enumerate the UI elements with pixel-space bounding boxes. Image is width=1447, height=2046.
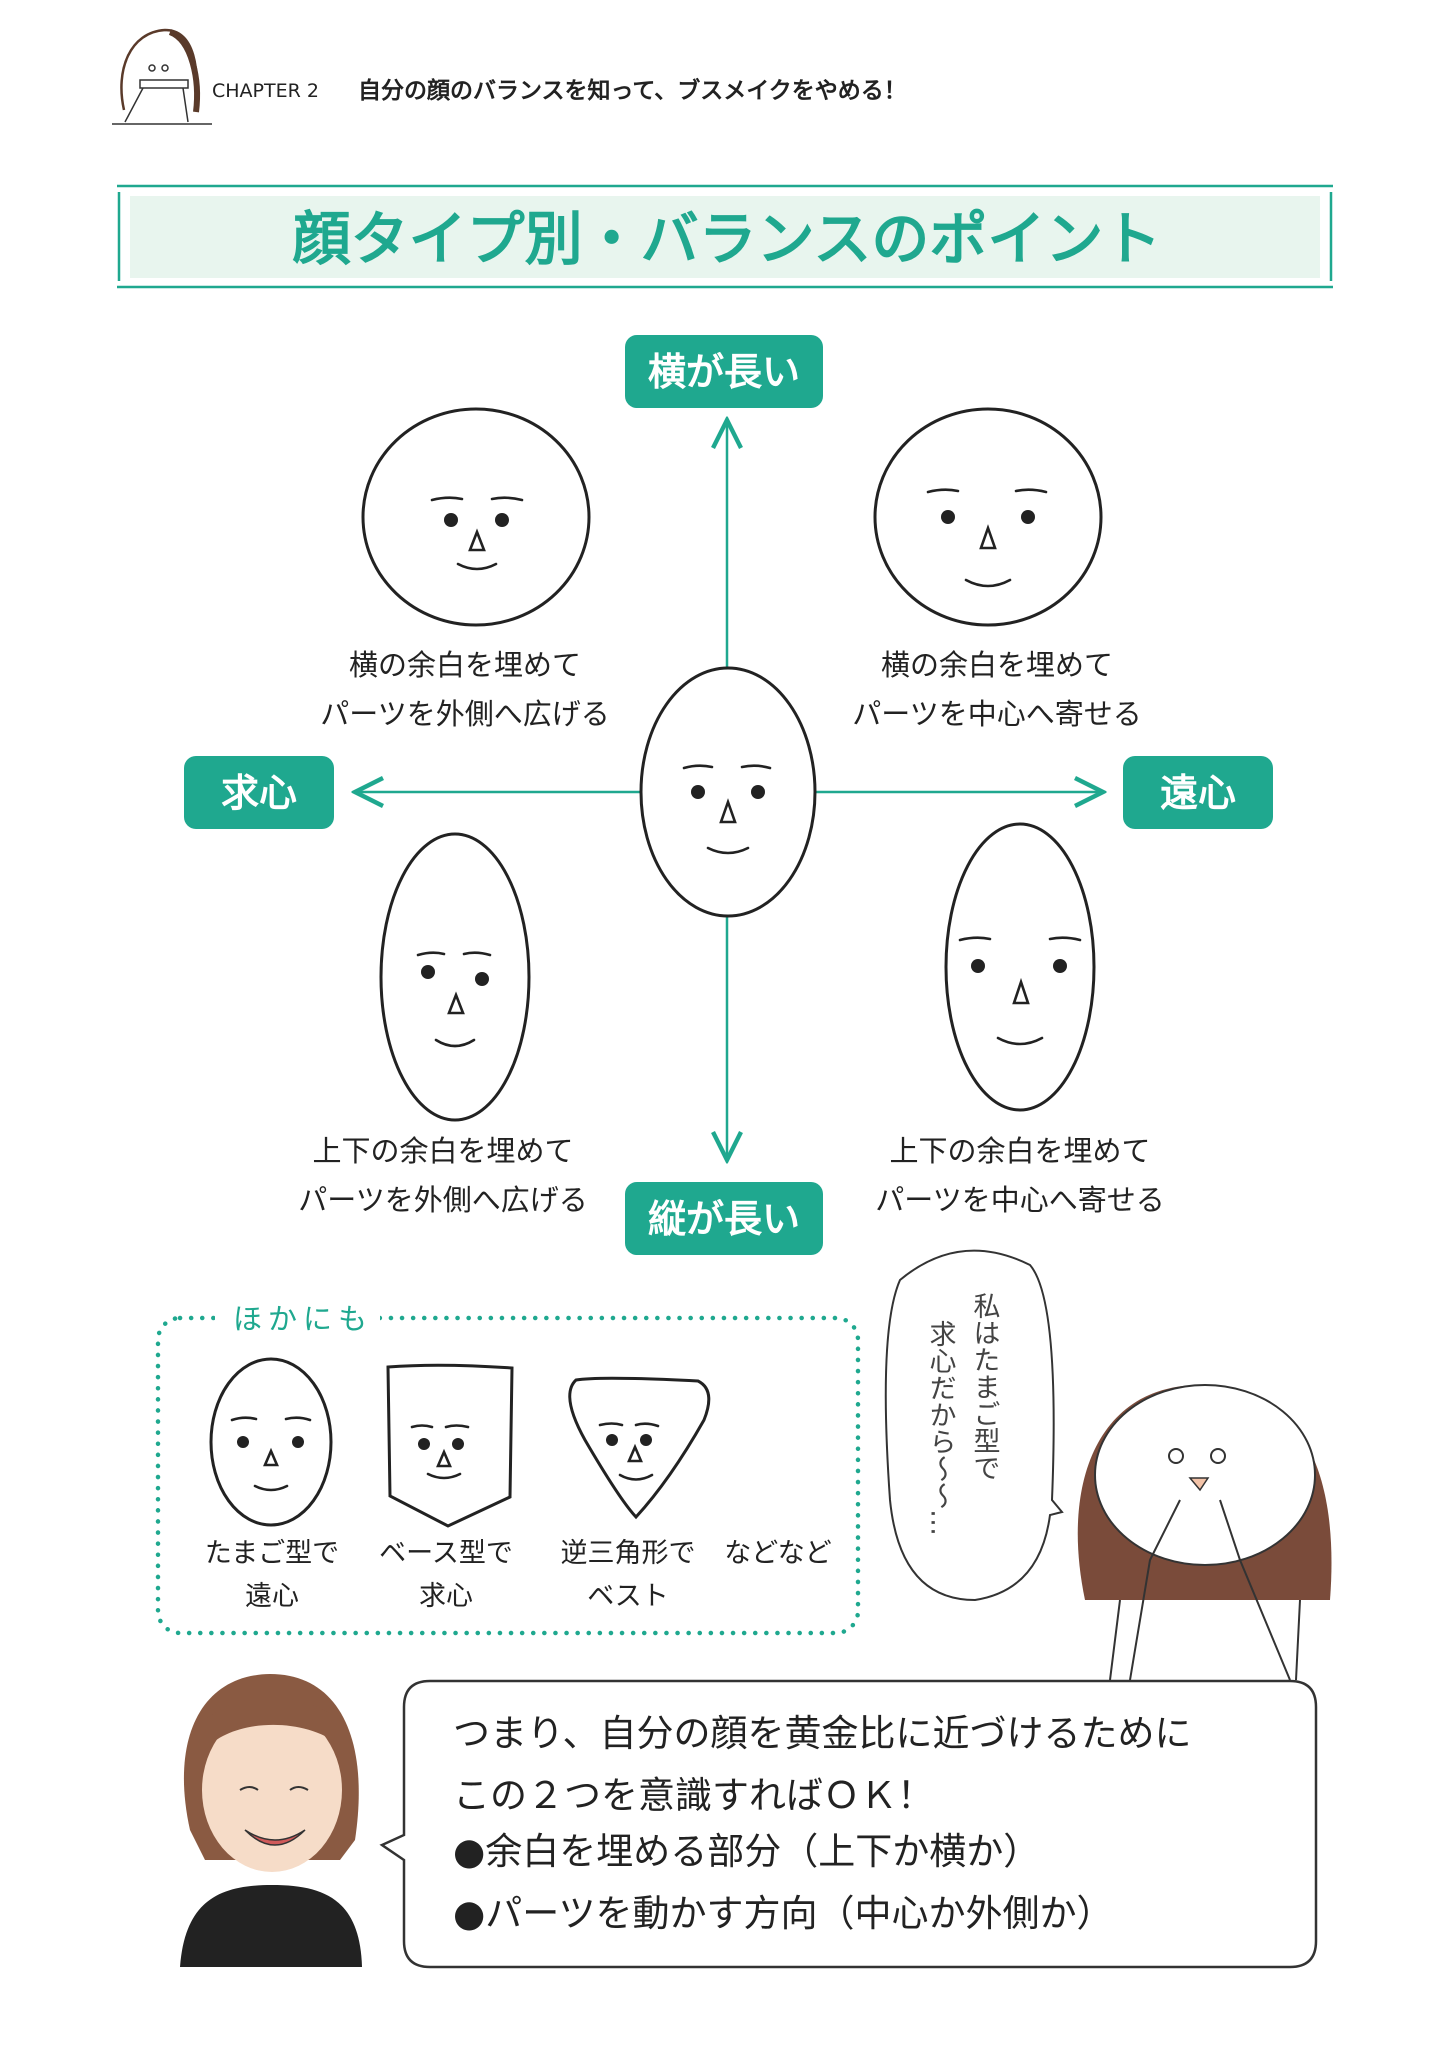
face-egg — [209, 1357, 333, 1527]
others-heading: ほかにも — [233, 1302, 373, 1336]
others-item-2-line2: 求心 — [419, 1581, 473, 1612]
summary-bullet-2: ●パーツを動かす方向（中心か外側か） — [453, 1892, 1114, 1935]
face-long-outer — [379, 832, 531, 1122]
svg-text:横が長い: 横が長い — [648, 350, 800, 394]
face-long-inner — [944, 822, 1096, 1112]
chapter-label: CHAPTER 2 — [212, 80, 319, 102]
axis-label-bottom: 縦が長い — [625, 1182, 823, 1255]
others-item-3-line2: ベスト — [587, 1581, 669, 1612]
face-wide-inner — [873, 407, 1103, 627]
mascot-character — [1077, 1384, 1332, 1681]
summary-line-1: つまり、自分の顔を黄金比に近づけるために — [453, 1712, 1192, 1755]
summary-speech-bubble: つまり、自分の顔を黄金比に近づけるために この２つを意識すればＯＫ！ ●余白を埋… — [379, 1679, 1318, 1969]
caption-top-right-2: パーツを中心へ寄せる — [852, 697, 1141, 731]
face-center-ideal — [639, 666, 817, 918]
title-banner: 顔タイプ別・バランスのポイント — [117, 184, 1333, 289]
caption-bottom-left-1: 上下の余白を埋めて — [312, 1134, 573, 1168]
caption-top-left-1: 横の余白を埋めて — [349, 648, 581, 682]
summary-bullet-1: ●余白を埋める部分（上下か横か） — [453, 1830, 1040, 1873]
svg-text:遠心: 遠心 — [1160, 771, 1236, 815]
svg-text:縦が長い: 縦が長い — [648, 1197, 800, 1241]
others-box: ほかにも — [155, 1296, 861, 1636]
others-item-2-line1: ベース型で — [379, 1538, 513, 1569]
face-inverted-triangle — [568, 1376, 711, 1520]
others-item-1-line2: 遠心 — [245, 1581, 299, 1612]
axis-label-left: 求心 — [184, 756, 334, 829]
caption-bottom-left-2: パーツを外側へ広げる — [298, 1183, 587, 1217]
chapter-mascot-icon — [112, 28, 212, 125]
face-wide-outer — [361, 407, 591, 627]
speech-bubble-vertical: 私はたまご型で 求心だから〜〜… — [884, 1249, 1064, 1602]
svg-text:私はたまご型で: 私はたまご型で — [969, 1292, 1001, 1481]
caption-top-right-1: 横の余白を埋めて — [881, 648, 1113, 682]
woman-avatar — [180, 1674, 362, 1967]
axis-label-right: 遠心 — [1123, 756, 1273, 829]
axis-label-top: 横が長い — [625, 335, 823, 408]
chapter-title: 自分の顔のバランスを知って、ブスメイクをやめる！ — [358, 77, 907, 104]
svg-text:求心だから〜〜…: 求心だから〜〜… — [925, 1320, 956, 1536]
svg-text:求心: 求心 — [221, 771, 297, 815]
caption-bottom-right-1: 上下の余白を埋めて — [889, 1134, 1150, 1168]
summary-line-2: この２つを意識すればＯＫ！ — [453, 1774, 934, 1817]
face-base — [386, 1363, 514, 1528]
others-etc: などなど — [724, 1538, 831, 1569]
caption-bottom-right-2: パーツを中心へ寄せる — [875, 1183, 1164, 1217]
caption-top-left-2: パーツを外側へ広げる — [320, 697, 609, 731]
page-title: 顔タイプ別・バランスのポイント — [293, 205, 1162, 273]
others-item-3-line1: 逆三角形で — [561, 1538, 696, 1569]
others-item-1-line1: たまご型で — [205, 1538, 339, 1569]
